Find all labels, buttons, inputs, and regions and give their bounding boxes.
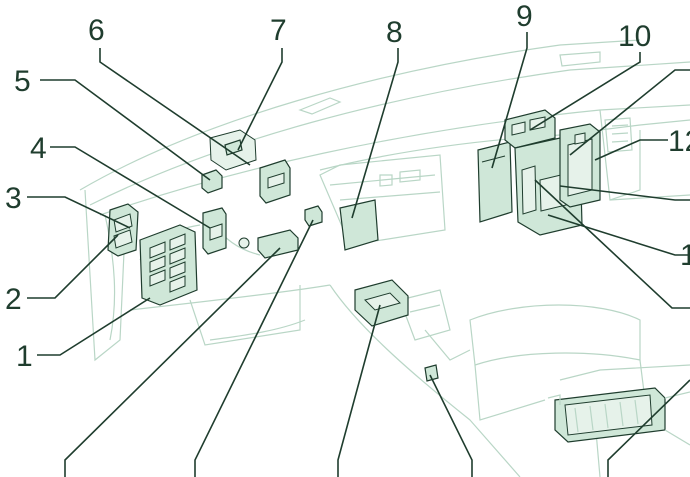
leader-11	[569, 69, 690, 156]
relay-small-center	[304, 205, 323, 227]
cabin-air-filter	[547, 387, 690, 446]
leader-bottom-4	[429, 374, 473, 477]
callout-3: 3	[5, 182, 22, 215]
callout-4: 4	[30, 132, 47, 165]
airbag-sensor-unit	[354, 279, 409, 327]
leader-9	[491, 32, 528, 169]
callout-13-partial: 1	[680, 239, 690, 272]
leader-13	[559, 185, 690, 201]
relay-6-7	[209, 129, 291, 204]
junction-block-right	[504, 109, 601, 236]
callout-labels: 6 7 8 9 10 5 4 3 2 1 12 1	[5, 0, 690, 373]
audio-unit-8	[339, 199, 379, 251]
leader-10	[529, 52, 641, 131]
junction-block-1	[139, 224, 198, 306]
leader-12	[594, 139, 668, 161]
leader-2	[27, 234, 119, 299]
small-connector	[424, 364, 439, 382]
leader-bottom-1	[64, 247, 281, 477]
leader-15	[534, 179, 690, 309]
ecu-9	[477, 141, 513, 223]
parts	[107, 109, 690, 446]
relay-5	[201, 169, 223, 194]
callout-2: 2	[5, 283, 22, 316]
callout-10: 10	[618, 20, 651, 53]
relay-under-dash	[238, 229, 299, 259]
leader-1	[37, 297, 151, 356]
leader-14	[547, 214, 690, 256]
callout-7: 7	[270, 14, 287, 47]
leader-4	[50, 146, 211, 229]
leader-lines	[27, 32, 690, 477]
relay-4	[202, 207, 227, 255]
relay-2-3	[107, 203, 139, 257]
leader-7	[237, 48, 283, 151]
callout-12: 12	[668, 125, 690, 158]
leader-bottom-3	[337, 304, 381, 477]
callout-6: 6	[88, 14, 105, 47]
leader-5	[40, 79, 211, 181]
callout-5: 5	[14, 65, 31, 98]
leader-bottom-2	[194, 219, 314, 477]
leader-8	[351, 48, 399, 219]
leader-6	[99, 48, 251, 166]
callout-9: 9	[516, 0, 533, 33]
callout-1: 1	[16, 340, 33, 373]
leader-3	[27, 196, 131, 229]
callout-8: 8	[386, 16, 403, 49]
leader-bottom-5	[607, 379, 690, 477]
